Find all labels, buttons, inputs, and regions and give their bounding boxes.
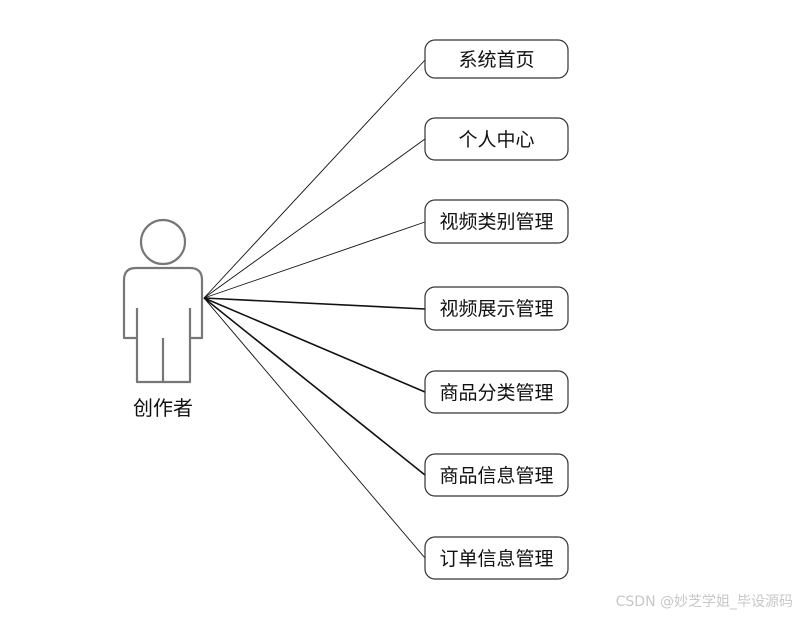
use-case-box [424,370,569,414]
actor-figure: 创作者 [122,218,204,420]
use-case-box [424,117,569,161]
association-line-system-home [203,59,426,299]
use-case-product-info: 商品信息管理 [424,453,569,497]
use-case-label: 个人中心 [458,129,534,151]
use-case-video-display: 视频展示管理 [424,286,569,331]
use-case-box [424,199,569,244]
use-case-box [424,536,569,580]
use-case-label: 商品信息管理 [439,465,553,487]
use-case-video-category: 视频类别管理 [424,199,569,244]
actor-head [139,218,187,266]
association-line-personal-center [203,138,426,299]
use-case-personal-center: 个人中心 [424,117,569,161]
use-case-product-category: 商品分类管理 [424,370,569,414]
association-line-order-info [203,297,426,559]
association-line-product-info [203,297,426,476]
use-case-order-info: 订单信息管理 [424,536,569,580]
use-case-label: 视频展示管理 [439,298,553,320]
use-case-system-home: 系统首页 [424,39,569,79]
association-line-video-display [203,297,426,310]
use-case-group: 系统首页 个人中心 视频类别管理 视频展示管理 商品分类管理 商品信息管理 订单… [424,39,569,580]
use-case-box [424,39,569,79]
actor-label: 创作者 [133,396,193,420]
use-case-label: 订单信息管理 [439,548,553,570]
actor-body [122,266,204,384]
association-line-video-category [203,221,426,299]
association-lines [203,59,426,559]
use-case-label: 视频类别管理 [439,211,553,233]
use-case-label: 商品分类管理 [439,382,553,404]
use-case-box [424,453,569,497]
use-case-box [424,286,569,331]
use-case-label: 系统首页 [458,49,534,71]
association-line-product-category [203,297,426,393]
watermark-text: CSDN @妙芝学姐_毕设源码 [615,594,793,610]
